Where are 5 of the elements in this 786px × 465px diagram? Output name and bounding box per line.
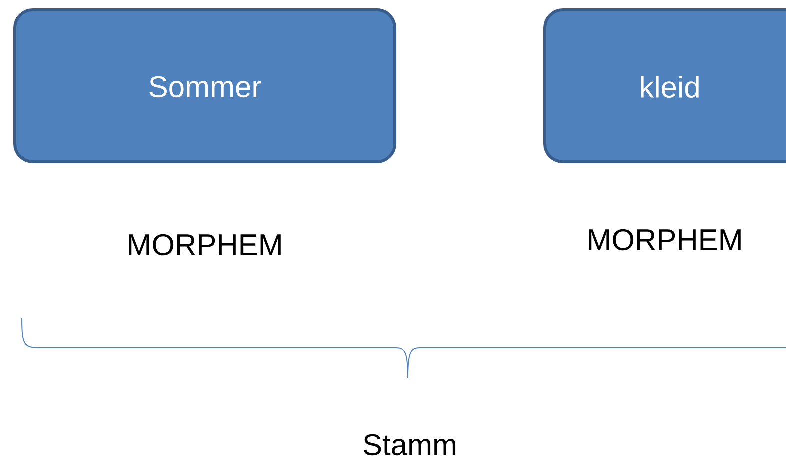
morpheme-label: MORPHEM xyxy=(589,229,741,251)
morpheme-label: MORPHEM xyxy=(129,234,281,256)
rounded-box: Sommer xyxy=(14,8,396,164)
brace-label: Stamm xyxy=(364,434,456,456)
rounded-box: kleid xyxy=(544,8,786,164)
